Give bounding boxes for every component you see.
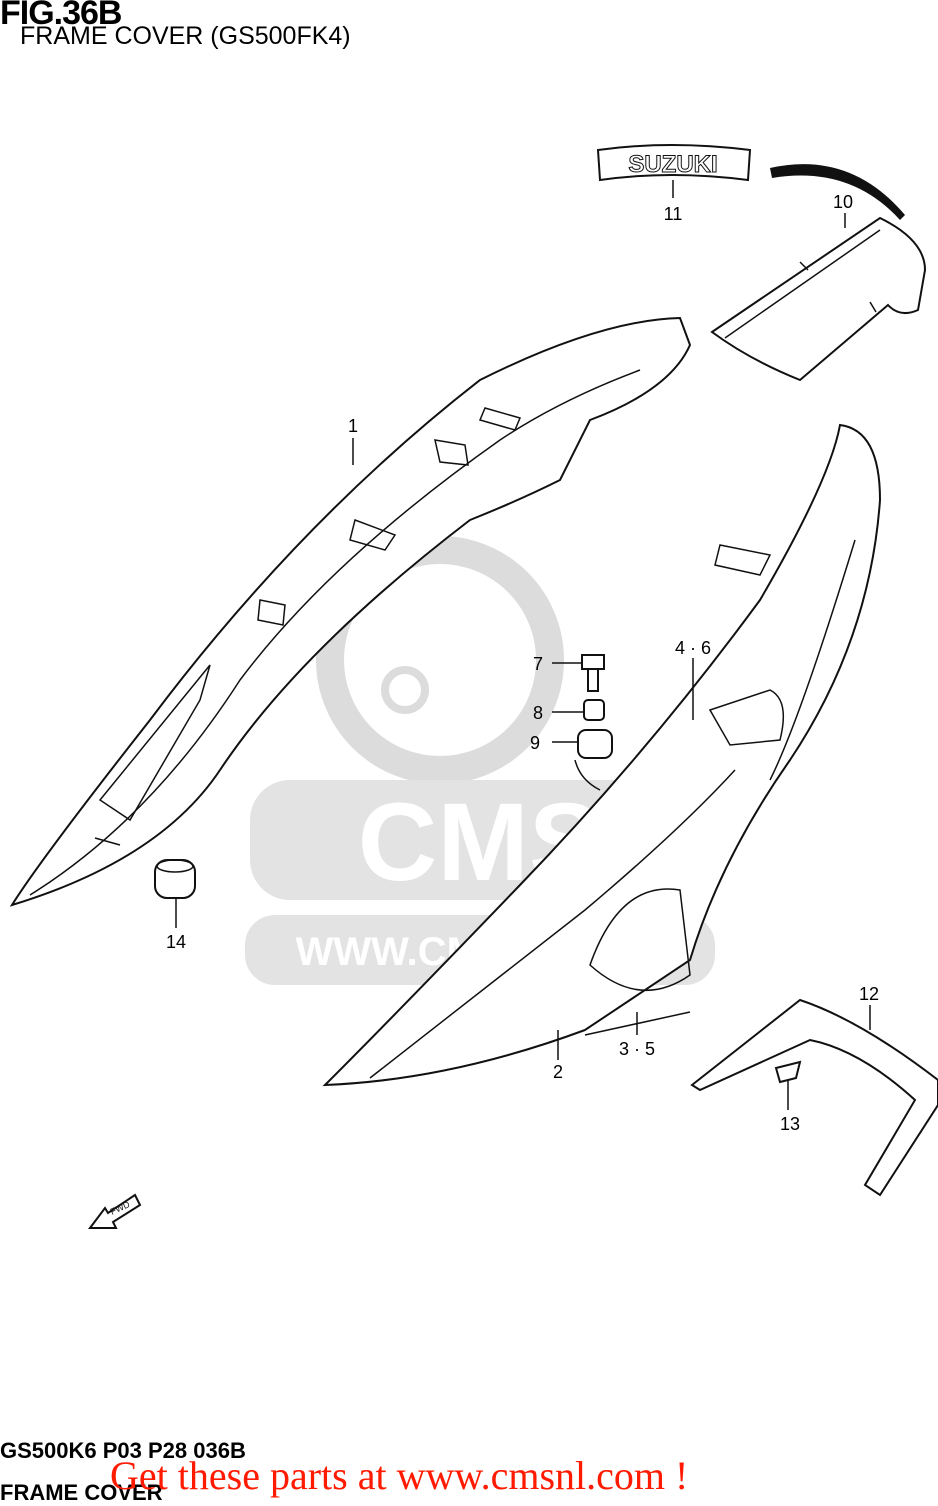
callout-8: 8 [533, 703, 543, 723]
footer-diagram-code: GS500K6 P03 P28 036B [0, 1438, 246, 1463]
fwd-arrow-icon: FWD [88, 1193, 142, 1229]
part-10-detail [724, 229, 881, 339]
part-11-emblem: SUZUKI [596, 144, 752, 182]
callout-13: 13 [780, 1114, 800, 1134]
callout-1: 1 [348, 416, 358, 436]
callout-4-6: 4 · 6 [675, 638, 711, 658]
callout-2: 2 [553, 1062, 563, 1082]
part-13-clip [774, 1060, 802, 1095]
part-9-grommet [577, 729, 613, 759]
callout-12: 12 [859, 984, 879, 1004]
callout-14: 14 [166, 932, 186, 952]
part-8-collar [583, 699, 605, 721]
promo-link[interactable]: Get these parts at www.cmsnl.com ! [110, 1453, 689, 1498]
callout-10: 10 [833, 192, 853, 212]
watermark-mascot-head [316, 536, 564, 784]
figure-number: FIG.36B [0, 0, 122, 32]
callout-9: 9 [530, 733, 540, 753]
callout-11: 11 [664, 204, 683, 224]
part-1-frame-cover [9, 316, 692, 907]
callout-7: 7 [533, 654, 543, 674]
part-2-side-cover [322, 423, 882, 1087]
part-14-cushion [154, 859, 196, 899]
part-7-bolt [581, 654, 605, 692]
emblem-text: SUZUKI [628, 151, 717, 178]
watermark-mascot-eye [381, 666, 429, 714]
part-10-tail-cover [710, 216, 927, 382]
callout-3-5: 3 · 5 [619, 1039, 655, 1059]
figure-subtitle: FRAME COVER (GS500FK4) [20, 22, 351, 50]
leader-lines [175, 180, 871, 1110]
part-12-bracket [690, 998, 938, 1197]
part-10-stripe [770, 164, 905, 220]
